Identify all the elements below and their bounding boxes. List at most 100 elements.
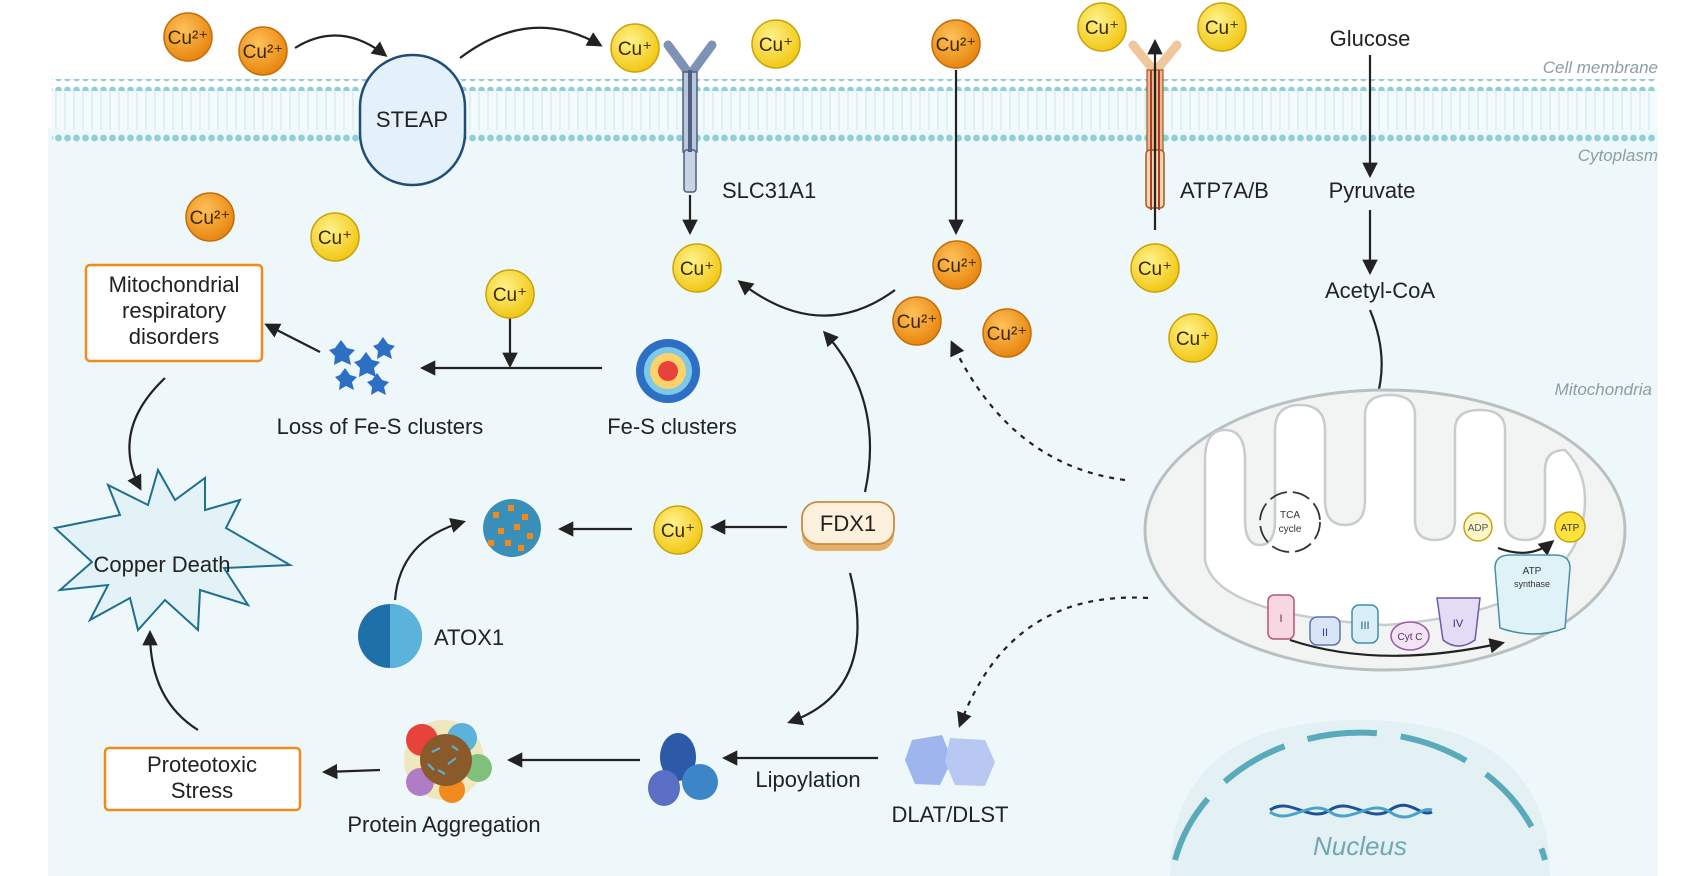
atox1-to-aggregate-arrow [393, 517, 466, 601]
complex-iv: IV [1436, 597, 1481, 647]
slc31a1-transporter [663, 40, 717, 193]
ion-label: Cu⁺ [493, 285, 527, 306]
proteotoxic-line-2: Stress [171, 778, 233, 803]
ion-label: Cu²⁺ [168, 28, 209, 49]
proteotoxic-line-1: Proteotoxic [147, 752, 257, 777]
atp-molecule: ATP [1554, 511, 1586, 543]
atp-synthase-label-1: ATP [1523, 566, 1542, 577]
pyruvate-label: Pyruvate [1329, 178, 1416, 203]
complex-ii-label: II [1322, 627, 1328, 639]
complex-iii: III [1351, 604, 1379, 644]
acetyl-coa-label: Acetyl-CoA [1325, 278, 1435, 303]
tca-label-2: cycle [1279, 524, 1302, 535]
cu1-ion: Cu⁺ [310, 212, 360, 262]
etc-flow-arrow [1289, 638, 1506, 657]
cu2-ion: Cu²⁺ [185, 192, 235, 242]
proteotoxic-stress-box: Proteotoxic Stress [103, 746, 302, 812]
fdx1-to-lipoylation-arrow [787, 572, 859, 726]
cu1-ion: Cu⁺ [653, 505, 703, 555]
dlat-dlst-complex [905, 735, 995, 786]
broken-fe-s-icon [329, 337, 395, 395]
adp-to-atp-arrow [1497, 540, 1555, 556]
protein-aggregation-label: Protein Aggregation [347, 812, 540, 837]
cu2-ion: Cu²⁺ [238, 26, 288, 76]
complex-i-label: I [1279, 613, 1282, 625]
mitochondria-label: Mitochondria [1555, 380, 1652, 399]
cu2-reduction-arrow [737, 280, 896, 317]
ion-label: Cu²⁺ [936, 35, 977, 56]
tca-cycle: TCA cycle [1259, 491, 1321, 553]
fdx1-reduction-arrow [822, 330, 871, 493]
cu2-ion: Cu²⁺ [892, 296, 942, 346]
atox1-protein [358, 604, 422, 668]
fdx1-protein: FDX1 [801, 501, 895, 551]
loss-to-disorders-arrow [264, 323, 321, 353]
disorders-to-death-arrow [127, 377, 166, 491]
lipoylation-label: Lipoylation [755, 767, 860, 792]
cu2-to-steap-arrow [294, 34, 388, 57]
nucleus-label: Nucleus [1313, 831, 1407, 861]
ion-label: Cu²⁺ [987, 324, 1028, 345]
complex-i: I [1267, 594, 1295, 640]
protein-aggregation-icon [404, 720, 492, 803]
ion-label: Cu⁺ [1205, 18, 1239, 39]
cell-membrane-label: Cell membrane [1543, 58, 1658, 77]
ion-label: Cu²⁺ [937, 256, 978, 277]
cu1-ion: Cu⁺ [1168, 313, 1218, 363]
mito-disorders-line-3: disorders [129, 324, 219, 349]
cu1-ion: Cu⁺ [1077, 2, 1127, 52]
cu2-ion: Cu²⁺ [931, 19, 981, 69]
ion-label: Cu⁺ [1176, 329, 1210, 350]
ion-label: Cu²⁺ [190, 208, 231, 229]
cu2-ion: Cu²⁺ [932, 240, 982, 290]
stress-to-death-arrow [142, 629, 199, 731]
copper-bound-aggregate-icon [483, 499, 541, 557]
atp7ab-label: ATP7A/B [1180, 178, 1269, 203]
cytochrome-c: Cyt C [1390, 621, 1430, 651]
mito-to-cu2-dashed-arrow [950, 340, 1126, 482]
ion-label: Cu⁺ [618, 39, 652, 60]
ion-label: Cu⁺ [1138, 259, 1172, 280]
cu1-ion: Cu⁺ [1197, 2, 1247, 52]
mito-to-dlat-dashed-arrow [957, 596, 1149, 728]
loss-fe-s-label: Loss of Fe-S clusters [277, 414, 484, 439]
cu1-ion: Cu⁺ [610, 23, 660, 73]
fe-s-clusters-icon [636, 339, 700, 403]
cu2-ion: Cu²⁺ [982, 308, 1032, 358]
cu1-ion: Cu⁺ [751, 19, 801, 69]
aggregation-to-stress-arrow [321, 763, 381, 780]
mito-disorders-line-2: respiratory [122, 298, 226, 323]
ion-label: Cu⁺ [1085, 18, 1119, 39]
ion-label: Cu⁺ [759, 35, 793, 56]
tca-label-1: TCA [1280, 510, 1300, 521]
mito-disorders-box: Mitochondrial respiratory disorders [84, 263, 264, 363]
copper-death-burst: Copper Death [52, 467, 294, 633]
complex-iii-label: III [1360, 620, 1369, 632]
dlat-dlst-label: DLAT/DLST [892, 802, 1009, 827]
complex-ii: II [1309, 616, 1341, 646]
cu1-ion: Cu⁺ [1130, 243, 1180, 293]
cu2-ion: Cu²⁺ [163, 12, 213, 62]
adp-label: ADP [1468, 523, 1489, 534]
ion-label: Cu²⁺ [897, 312, 938, 333]
copper-death-label: Copper Death [94, 552, 231, 577]
fe-s-clusters-label: Fe-S clusters [607, 414, 737, 439]
mito-disorders-line-1: Mitochondrial [109, 272, 240, 297]
ion-label: Cu⁺ [680, 259, 714, 280]
cytc-label: Cyt C [1398, 632, 1423, 643]
ion-label: Cu⁺ [318, 228, 352, 249]
steap-transporter: STEAP [358, 53, 467, 187]
atp-synthase-label-2: synthase [1514, 579, 1550, 589]
ion-label: Cu²⁺ [243, 42, 284, 63]
cu1-ion: Cu⁺ [672, 243, 722, 293]
atp-label: ATP [1561, 523, 1580, 534]
fdx1-label: FDX1 [820, 511, 876, 536]
ion-label: Cu⁺ [661, 521, 695, 542]
lipoylated-protein-icon [648, 733, 718, 806]
atp-synthase: ATP synthase [1494, 554, 1571, 635]
glucose-label: Glucose [1330, 26, 1411, 51]
steap-to-cu1-arrow [459, 26, 603, 59]
cell-membrane [52, 79, 1657, 143]
steap-label: STEAP [376, 107, 448, 132]
cu1-ion: Cu⁺ [485, 269, 535, 319]
